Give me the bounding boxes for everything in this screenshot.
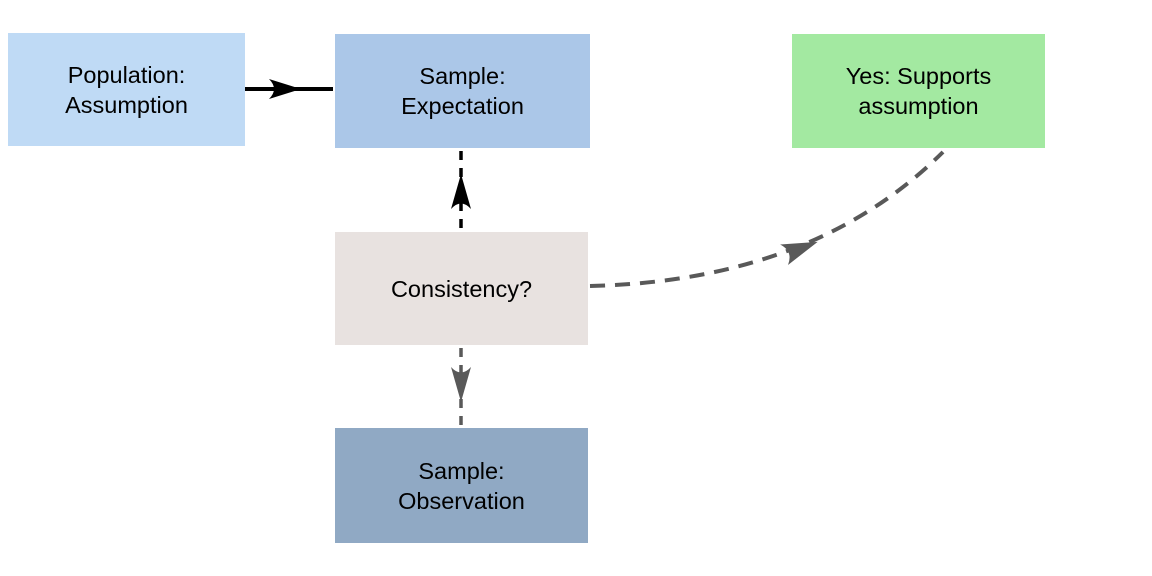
edge-population-to-expectation	[245, 79, 333, 99]
node-population-assumption: Population: Assumption	[8, 33, 245, 146]
node-consistency-question: Consistency?	[335, 232, 588, 345]
arrowhead-upright-icon	[780, 241, 818, 266]
dashed-curved-edge-line	[589, 150, 945, 288]
node-yes-supports-assumption: Yes: Supports assumption	[792, 34, 1045, 148]
arrowhead-up-icon	[451, 174, 471, 209]
edge-consistency-to-yes	[589, 150, 945, 288]
node-sample-observation: Sample: Observation	[335, 428, 588, 543]
node-sample-expectation: Sample: Expectation	[335, 34, 590, 148]
edge-consistency-to-observation	[451, 348, 471, 425]
arrowhead-right-icon	[269, 79, 301, 99]
arrowhead-down-icon	[451, 367, 471, 402]
edge-consistency-to-expectation	[451, 151, 471, 230]
